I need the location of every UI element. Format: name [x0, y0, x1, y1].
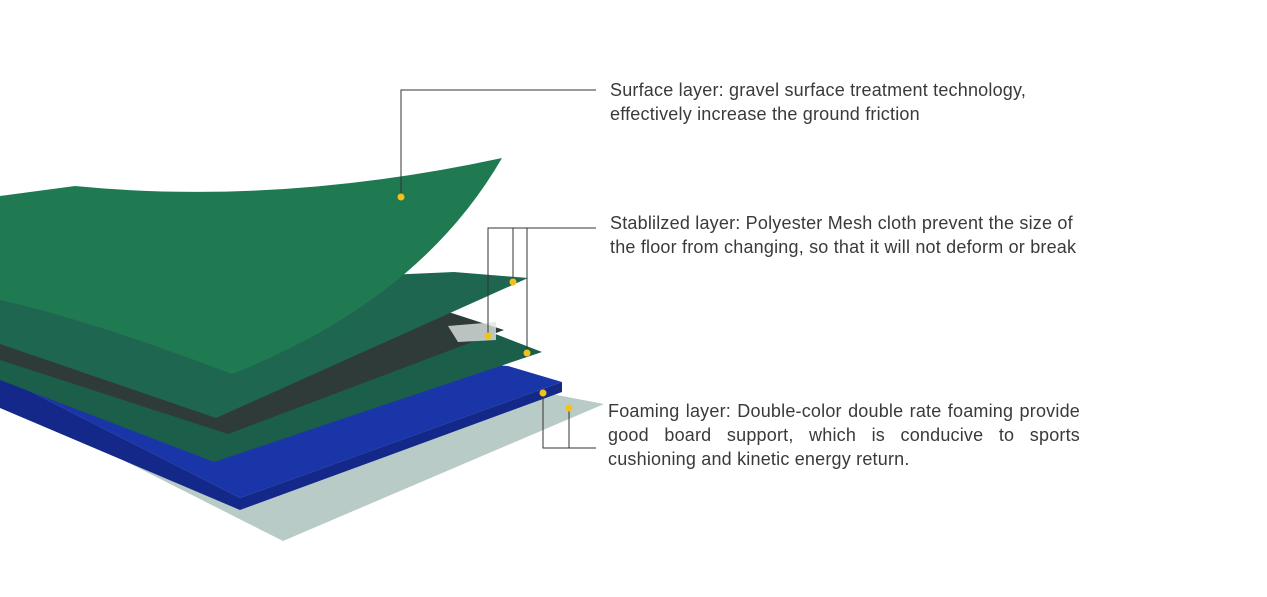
stabilized-leader-line-1 [487, 227, 596, 336]
stabilized-marker-dot-1 [509, 278, 517, 286]
marker-dots [397, 193, 573, 412]
surface-layer [0, 158, 502, 374]
stabilized-layer-label: Stablilzed layer: Polyester Mesh cloth p… [610, 213, 1077, 257]
foaming-marker-dot-1 [539, 389, 547, 397]
foaming-leader-line-1 [542, 393, 596, 449]
surface-marker-dot [397, 193, 405, 201]
mesh-highlight [448, 322, 496, 342]
stabilized-marker-dot-2 [484, 332, 492, 340]
foaming-layer-label: Foaming layer: Double-color double rate … [608, 401, 1080, 469]
stabilized-marker-dot-3 [523, 349, 531, 357]
foaming-layer-side [0, 376, 562, 510]
surface-leader-line [400, 89, 596, 197]
leader-lines [400, 89, 596, 449]
foaming-marker-dot-2 [565, 404, 573, 412]
surface-layer-label: Surface layer: gravel surface treatment … [610, 80, 1027, 124]
